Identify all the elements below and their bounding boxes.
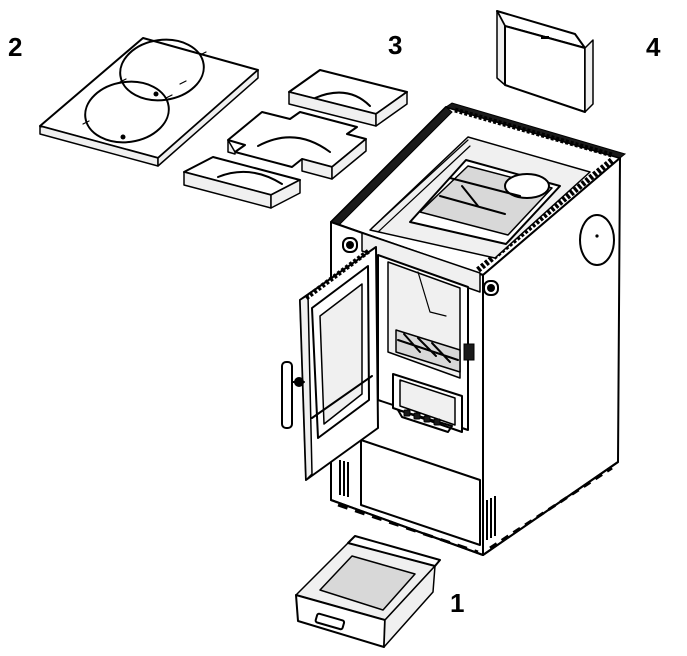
callout-4: 4 <box>646 32 661 62</box>
callout-1: 1 <box>450 588 464 618</box>
firebrick-back <box>288 69 408 127</box>
hob-plate <box>39 37 259 167</box>
callout-3: 3 <box>388 30 402 60</box>
baffle-plate <box>496 10 594 113</box>
stove-door-open <box>281 246 379 481</box>
hob-ring-front <box>84 80 170 144</box>
door-handle <box>281 361 293 429</box>
callout-2: 2 <box>8 32 22 62</box>
side-flue-port <box>579 214 615 266</box>
firebrick-middle <box>227 111 367 180</box>
firebrick-front <box>183 156 301 209</box>
firebricks <box>183 69 408 209</box>
ash-pan-handle <box>314 612 346 631</box>
ash-pan <box>295 535 441 648</box>
